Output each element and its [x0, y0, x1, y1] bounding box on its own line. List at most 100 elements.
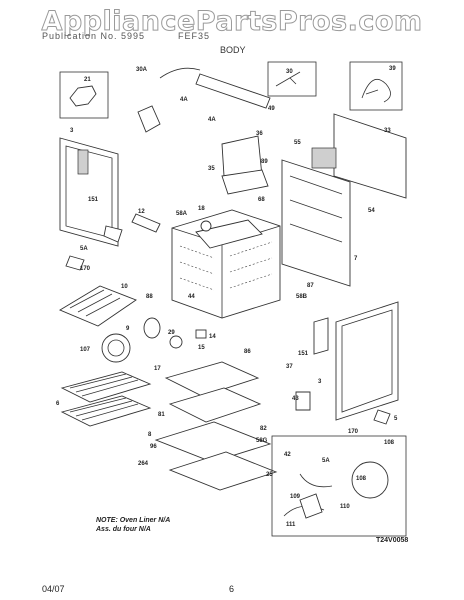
label-58g: 58G — [256, 438, 268, 444]
label-151-right: 151 — [298, 351, 309, 357]
label-39: 39 — [389, 66, 396, 72]
note-oven-liner-en: NOTE: Oven Liner N/A — [96, 517, 171, 524]
label-170-left: 170 — [80, 266, 91, 272]
part-box-21 — [59, 71, 109, 119]
part-15-light-socket[interactable] — [169, 335, 183, 349]
label-21: 21 — [84, 77, 91, 83]
part-box-108-motor — [271, 435, 407, 537]
part-29-light-lens[interactable] — [143, 317, 161, 339]
part-21-bracket[interactable] — [69, 85, 97, 107]
label-30a: 30A — [136, 67, 148, 73]
footer-page-number: 6 — [229, 584, 235, 594]
label-5a-right: 5A — [322, 458, 330, 464]
rear-wall-ribs — [289, 175, 343, 243]
note-oven-liner-fr: Ass. du four N/A — [96, 526, 151, 533]
part-42-bottom-drawer[interactable] — [154, 421, 272, 463]
label-87: 87 — [307, 283, 314, 289]
part-3-side-panel-right[interactable] — [335, 301, 399, 421]
label-5a-left: 5A — [80, 246, 88, 252]
part-108-fan-motor[interactable] — [351, 461, 389, 499]
label-43: 43 — [292, 396, 299, 402]
publication-header: Publication No. 5995 — [42, 31, 146, 41]
part-14-switch[interactable] — [195, 329, 207, 339]
part-110-fan-blade[interactable] — [299, 493, 323, 519]
part-55-cover[interactable] — [311, 147, 337, 169]
model-header: FEF35 — [178, 31, 211, 41]
label-12: 12 — [138, 209, 145, 215]
label-10: 10 — [121, 284, 128, 290]
label-55: 55 — [294, 140, 301, 146]
watermark-text: AppliancePartsPros.com — [41, 6, 423, 38]
part-7-back-wall[interactable] — [281, 159, 351, 287]
label-81: 81 — [158, 412, 165, 418]
part-82-bottom-panel[interactable] — [168, 387, 262, 423]
label-9: 9 — [126, 326, 130, 332]
part-box-30 — [267, 61, 317, 97]
label-35: 35 — [208, 166, 215, 172]
label-17: 17 — [154, 366, 161, 372]
label-264: 264 — [138, 461, 149, 467]
part-box-39 — [349, 61, 403, 111]
label-5: 5 — [394, 416, 398, 422]
label-88: 88 — [146, 294, 153, 300]
label-86: 86 — [244, 349, 251, 355]
label-108-b: 108 — [356, 476, 367, 482]
label-25: 25 — [266, 472, 273, 478]
label-111: 111 — [286, 522, 296, 528]
part-10-broil-pan[interactable] — [59, 285, 137, 327]
label-58b: 58B — [296, 294, 308, 300]
label-15: 15 — [198, 345, 205, 351]
label-4a-top: 4A — [180, 97, 188, 103]
part-151-strip-right[interactable] — [313, 317, 329, 355]
label-36: 36 — [256, 131, 263, 137]
label-89: 89 — [261, 159, 268, 165]
part-18-grommet[interactable] — [200, 220, 212, 232]
part-30a-wire — [159, 67, 201, 79]
part-bake-element-cover[interactable] — [164, 361, 260, 397]
label-58a: 58A — [176, 211, 188, 217]
part-39-wire-harness[interactable] — [361, 79, 391, 103]
rack-lower-wires — [69, 397, 139, 421]
part-5-hinge-right[interactable] — [373, 409, 391, 425]
label-33: 33 — [384, 128, 391, 134]
fan-hub-ring — [107, 339, 125, 357]
footer-date: 04/07 — [42, 584, 65, 594]
label-30: 30 — [286, 69, 293, 75]
label-14: 14 — [209, 334, 216, 340]
part-25-base-plate[interactable] — [168, 451, 278, 491]
rack-upper-wires — [69, 373, 139, 397]
label-96: 96 — [150, 444, 157, 450]
part-12-igniter[interactable] — [131, 213, 161, 233]
part-6-oven-rack-lower[interactable] — [60, 395, 152, 427]
part-43-leveling-leg[interactable] — [295, 391, 311, 411]
part-30-sensor[interactable] — [275, 71, 301, 87]
label-8: 8 — [148, 432, 152, 438]
part-hinge-left[interactable] — [103, 225, 123, 243]
label-6: 6 — [56, 401, 60, 407]
part-49-vent-trim[interactable] — [195, 73, 271, 109]
label-3-top: 3 — [70, 128, 74, 134]
label-107: 107 — [80, 347, 91, 353]
label-82: 82 — [260, 426, 267, 432]
part-107-convection-fan[interactable] — [101, 333, 131, 363]
label-108-a: 108 — [384, 440, 395, 446]
label-68: 68 — [258, 197, 265, 203]
label-109: 109 — [290, 494, 301, 500]
label-18: 18 — [198, 206, 205, 212]
label-151-left: 151 — [88, 197, 99, 203]
part-4a-bracket[interactable] — [137, 105, 161, 133]
part-35-duct-base[interactable] — [221, 169, 269, 195]
label-44: 44 — [188, 294, 195, 300]
part-6-oven-rack-upper[interactable] — [60, 371, 152, 403]
label-42: 42 — [284, 452, 291, 458]
part-58a-top-insulation[interactable] — [195, 219, 263, 249]
part-170-hinge-receptacle-left[interactable] — [65, 255, 85, 271]
part-151-insulation-right — [341, 309, 393, 413]
section-title: BODY — [220, 45, 246, 55]
broil-pan-slots — [69, 289, 121, 317]
part-3-side-panel-left[interactable] — [59, 137, 119, 247]
part-latch-left[interactable] — [77, 149, 89, 175]
diagram-code: T24V0058 — [376, 537, 409, 544]
